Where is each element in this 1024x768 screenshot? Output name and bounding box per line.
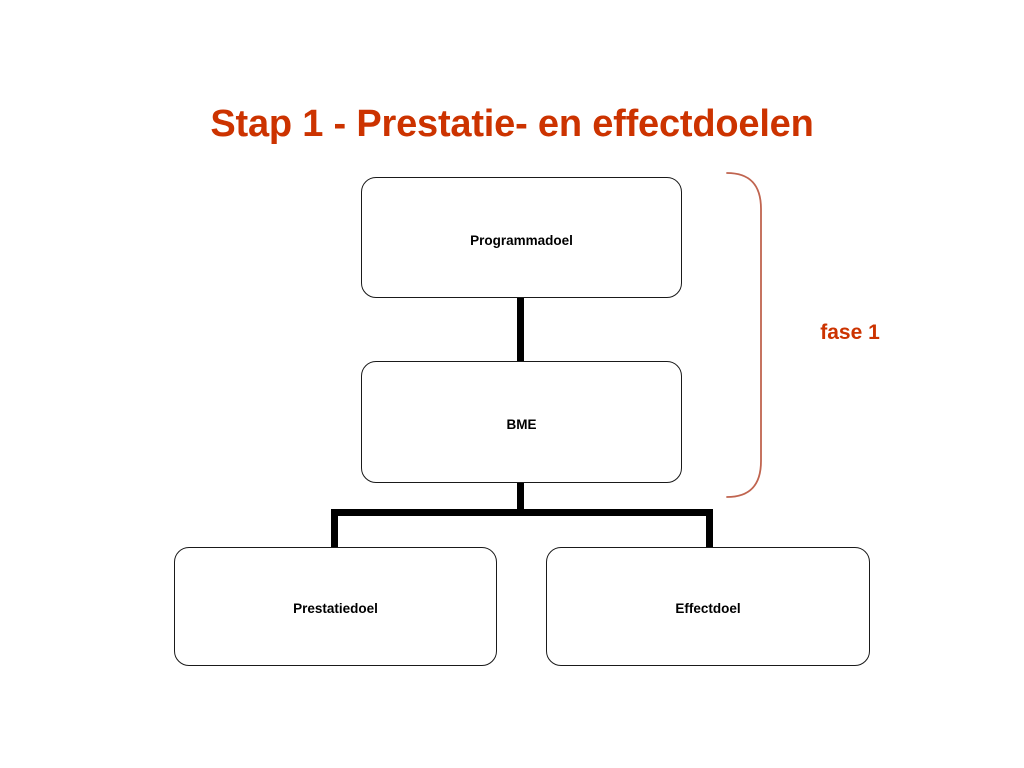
node-bme[interactable]: BME [361, 361, 682, 483]
node-programmadoel-label: Programmadoel [470, 233, 573, 248]
phase-label: fase 1 [820, 321, 880, 344]
connector-bme-stem [517, 479, 524, 515]
connector-bme-to-effectdoel [706, 509, 713, 550]
connector-programmadoel-to-bme [517, 294, 524, 364]
connector-bme-to-prestatiedoel [331, 509, 338, 550]
phase-bracket-icon [718, 165, 774, 505]
node-effectdoel[interactable]: Effectdoel [546, 547, 870, 666]
page-title: Stap 1 - Prestatie- en effectdoelen [210, 103, 814, 145]
node-bme-label: BME [506, 417, 537, 432]
connector-split-bar [331, 509, 713, 516]
node-programmadoel[interactable]: Programmadoel [361, 177, 682, 298]
node-effectdoel-label: Effectdoel [675, 601, 741, 616]
node-prestatiedoel[interactable]: Prestatiedoel [174, 547, 497, 666]
node-prestatiedoel-label: Prestatiedoel [293, 601, 378, 616]
